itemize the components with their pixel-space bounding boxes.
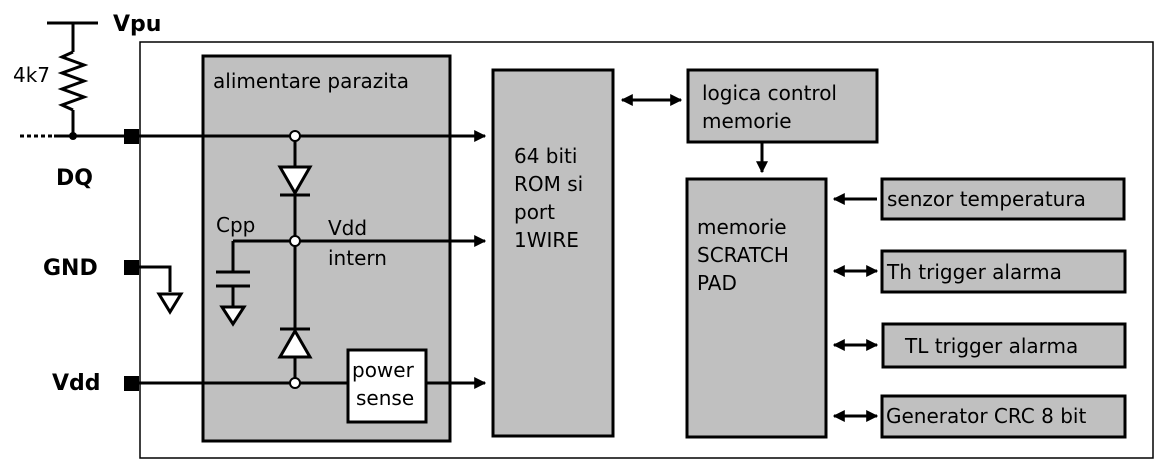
memory-control-line1: logica control [702, 81, 837, 105]
rom-line3: port [514, 200, 555, 224]
diode-top-icon [277, 165, 313, 197]
power-sense-line1: power [352, 358, 415, 382]
pullup-resistor [47, 21, 98, 136]
th-trigger-block [880, 249, 1127, 294]
cpp-label: Cpp [216, 213, 255, 237]
tl-trigger-label: TL trigger alarma [904, 334, 1078, 358]
vdd-intern-line2: intern [328, 246, 387, 270]
crc-generator-label: Generator CRC 8 bit [886, 404, 1086, 428]
tl-trigger-block [881, 322, 1127, 369]
vpu-label: Vpu [113, 12, 161, 37]
cap-ground-symbol [219, 305, 247, 327]
rom-line2: ROM si [514, 172, 583, 196]
gnd-pin [124, 260, 139, 275]
node-circle [289, 235, 301, 247]
temp-sensor-label: senzor temperatura [887, 187, 1086, 211]
memory-control-block [686, 68, 879, 144]
vdd-pin [124, 376, 139, 391]
dq-pin [124, 129, 139, 144]
diode-bottom-icon [277, 327, 313, 359]
ground-symbol [156, 292, 184, 315]
node-circle [289, 377, 301, 389]
rom-line4: 1WIRE [514, 228, 579, 252]
scratchpad-line2: SCRATCH [697, 243, 789, 267]
resistor-label: 4k7 [13, 63, 50, 87]
vdd-intern-line1: Vdd [328, 216, 367, 240]
th-trigger-label: Th trigger alarma [886, 260, 1062, 284]
vdd-label: Vdd [52, 371, 101, 396]
power-sense-line2: sense [356, 386, 414, 410]
power-sense-block [346, 348, 428, 424]
crc-generator-block [880, 394, 1127, 439]
gnd-label: GND [43, 256, 98, 281]
rom-block [491, 68, 615, 438]
parasitic-power-label: alimentare parazita [213, 69, 409, 93]
dq-label: DQ [56, 166, 93, 191]
memory-control-line2: memorie [702, 109, 792, 133]
scratchpad-line3: PAD [697, 271, 737, 295]
temp-sensor-block [880, 177, 1126, 221]
node-circle [289, 130, 301, 142]
scratchpad-block [685, 177, 828, 439]
rom-line1: 64 biti [514, 144, 577, 168]
scratchpad-line1: memorie [697, 215, 787, 239]
